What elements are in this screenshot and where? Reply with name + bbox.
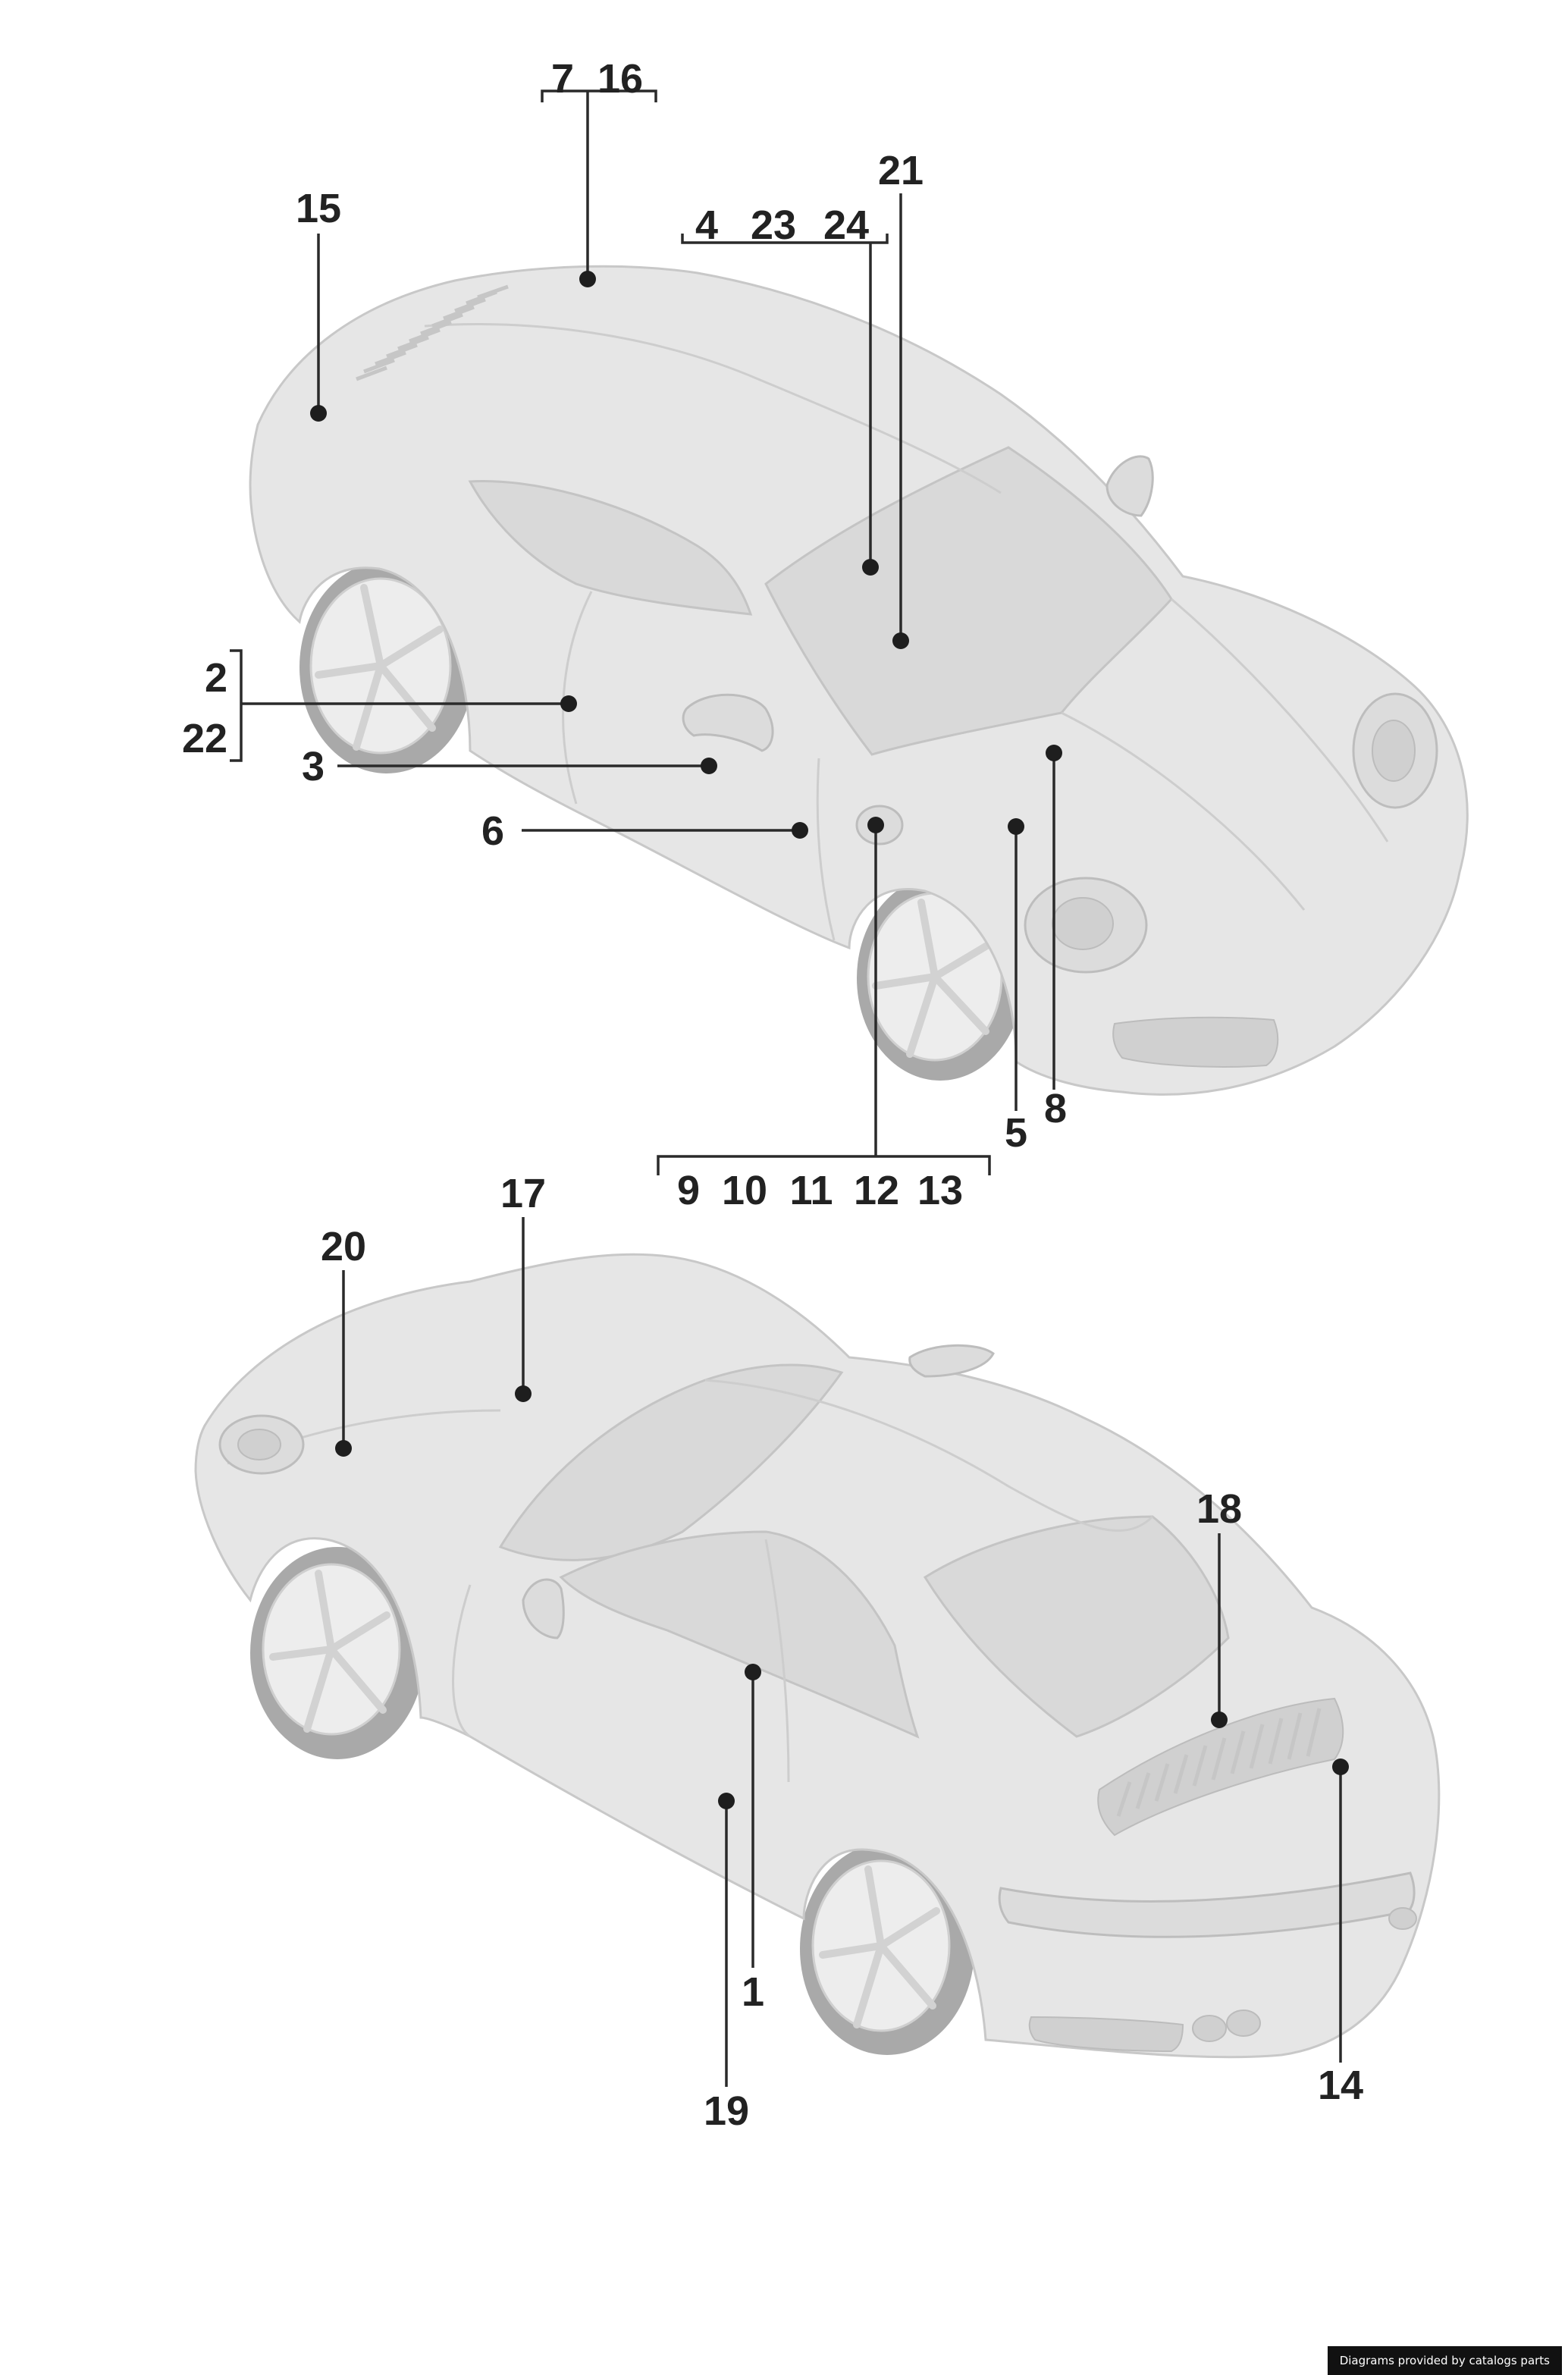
bottom-door-line [452, 1584, 472, 1738]
dot-9-13 [867, 817, 884, 833]
dot-2-22 [560, 695, 577, 712]
right-mirror [1105, 455, 1154, 517]
callout-17: 17 [500, 1171, 546, 1216]
callout-23: 23 [751, 202, 796, 248]
rear-diffuser [1028, 2016, 1184, 2053]
callout-20: 20 [321, 1224, 366, 1269]
callout-2: 2 [205, 655, 227, 701]
callout-1: 1 [742, 1969, 764, 2015]
callout-21: 21 [878, 148, 924, 193]
callout-16: 16 [597, 56, 643, 102]
dot-21 [892, 632, 909, 649]
callout-19: 19 [704, 2088, 749, 2134]
bottom-side-window [559, 1530, 920, 1739]
bottom-side-mirror [522, 1578, 565, 1639]
callout-11: 11 [789, 1168, 833, 1213]
callout-7: 7 [551, 56, 574, 102]
dot-8 [1046, 745, 1062, 761]
rear-left-wheel [299, 561, 474, 773]
callout-22: 22 [182, 716, 227, 761]
dot-3 [701, 758, 717, 774]
leader-lines [230, 89, 1342, 2087]
callout-5: 5 [1005, 1110, 1027, 1156]
dot-15 [310, 405, 327, 422]
dot-5 [1008, 818, 1024, 835]
callout-14: 14 [1318, 2063, 1363, 2108]
rear-engine-vent [356, 284, 509, 381]
callout-15: 15 [296, 186, 341, 231]
rear-window [923, 1515, 1230, 1738]
side-window [468, 479, 753, 616]
dot-14 [1332, 1759, 1349, 1775]
bottom-front-wheel [250, 1547, 425, 1759]
bottom-door-rear-line [764, 1539, 790, 1783]
door-rear-line [816, 758, 836, 941]
callout-18: 18 [1196, 1486, 1242, 1532]
exhaust-tip-left [1192, 2015, 1227, 2042]
bottom-rear-wheel [800, 1843, 974, 2055]
callout-dots [310, 271, 1349, 1809]
callout-4: 4 [695, 202, 718, 248]
callout-9: 9 [677, 1168, 700, 1213]
callout-3: 3 [302, 744, 325, 789]
dot-20 [335, 1440, 352, 1457]
callout-8: 8 [1044, 1086, 1067, 1131]
dot-7-16 [579, 271, 596, 287]
callout-13: 13 [917, 1168, 963, 1213]
dot-17 [515, 1385, 532, 1402]
bottom-roof-line [704, 1379, 1154, 1533]
exhaust-tip-right [1226, 2009, 1261, 2037]
exhaust-tip-far [1388, 1907, 1417, 1930]
callout-10: 10 [722, 1168, 767, 1213]
door-line [562, 591, 593, 805]
dot-1 [745, 1664, 761, 1680]
callout-labels: 7 16 15 4 23 24 21 2 22 3 6 5 8 9 10 11 … [182, 56, 1363, 2134]
callout-6: 6 [481, 808, 504, 854]
side-mirror [682, 693, 774, 752]
rear-deck-grille [1097, 1697, 1344, 1837]
dot-19 [718, 1793, 735, 1809]
roof-line [424, 323, 1002, 494]
dot-18 [1211, 1711, 1228, 1728]
right-headlight-inner [1372, 720, 1416, 782]
left-headlight-inner [1052, 897, 1114, 950]
hood-line [1061, 711, 1306, 911]
windshield [764, 446, 1173, 756]
bottom-right-mirror [908, 1344, 995, 1378]
credit-badge: Diagrams provided by catalogs parts [1327, 2346, 1562, 2375]
front-intake [1112, 1016, 1279, 1068]
bottom-headlight-inner [237, 1429, 281, 1460]
callout-24: 24 [823, 202, 869, 248]
hood-center-line [1171, 598, 1389, 842]
dot-4-23-24 [862, 559, 879, 576]
callout-12: 12 [854, 1168, 899, 1213]
dot-6 [792, 822, 808, 839]
car-rear-view [194, 1253, 1441, 2059]
car-front-view [249, 265, 1469, 1096]
